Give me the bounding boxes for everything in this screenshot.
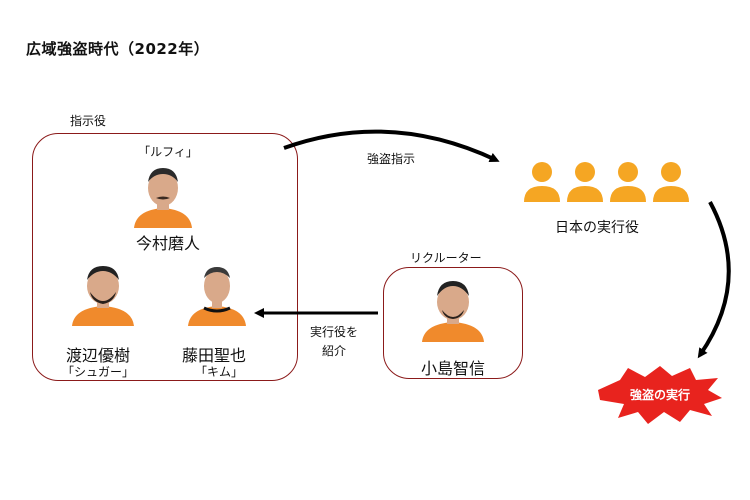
recruiter-name: 小島智信 bbox=[420, 359, 485, 378]
executor-icons bbox=[520, 160, 720, 206]
introduce-label-line2: 紹介 bbox=[322, 344, 347, 358]
executors-label: 日本の実行役 bbox=[555, 220, 639, 236]
explosion-burst bbox=[598, 366, 722, 424]
recruiter-group-box bbox=[383, 267, 523, 379]
leader-group-label: 指示役 bbox=[70, 114, 107, 128]
person-silhouette-icon bbox=[653, 162, 689, 202]
member-alias-kim: 「キム」 bbox=[195, 365, 244, 379]
order-label: 強盗指示 bbox=[367, 152, 416, 166]
leader-photo bbox=[128, 162, 198, 228]
member-name-kim: 藤田聖也 bbox=[182, 346, 247, 365]
member-photo-sugar bbox=[68, 260, 138, 326]
introduce-label-line1: 実行役を bbox=[310, 325, 359, 339]
member-photo-kim bbox=[182, 260, 252, 326]
result-label: 強盗の実行 bbox=[629, 388, 690, 402]
leader-name: 今村磨人 bbox=[135, 234, 200, 253]
person-silhouette-icon bbox=[567, 162, 603, 202]
member-name-sugar: 渡辺優樹 bbox=[66, 346, 131, 365]
person-silhouette-icon bbox=[524, 162, 560, 202]
leader-alias: 「ルフィ」 bbox=[138, 145, 198, 159]
order-arrow bbox=[283, 129, 500, 162]
recruiter-group-label: リクルーター bbox=[410, 251, 482, 265]
execute-arrow bbox=[697, 201, 731, 359]
member-alias-sugar: 「シュガー」 bbox=[62, 365, 135, 379]
leader-group-box bbox=[32, 133, 298, 381]
recruiter-photo bbox=[418, 276, 488, 342]
page-title: 広域強盗時代（2022年） bbox=[26, 40, 210, 58]
person-silhouette-icon bbox=[610, 162, 646, 202]
